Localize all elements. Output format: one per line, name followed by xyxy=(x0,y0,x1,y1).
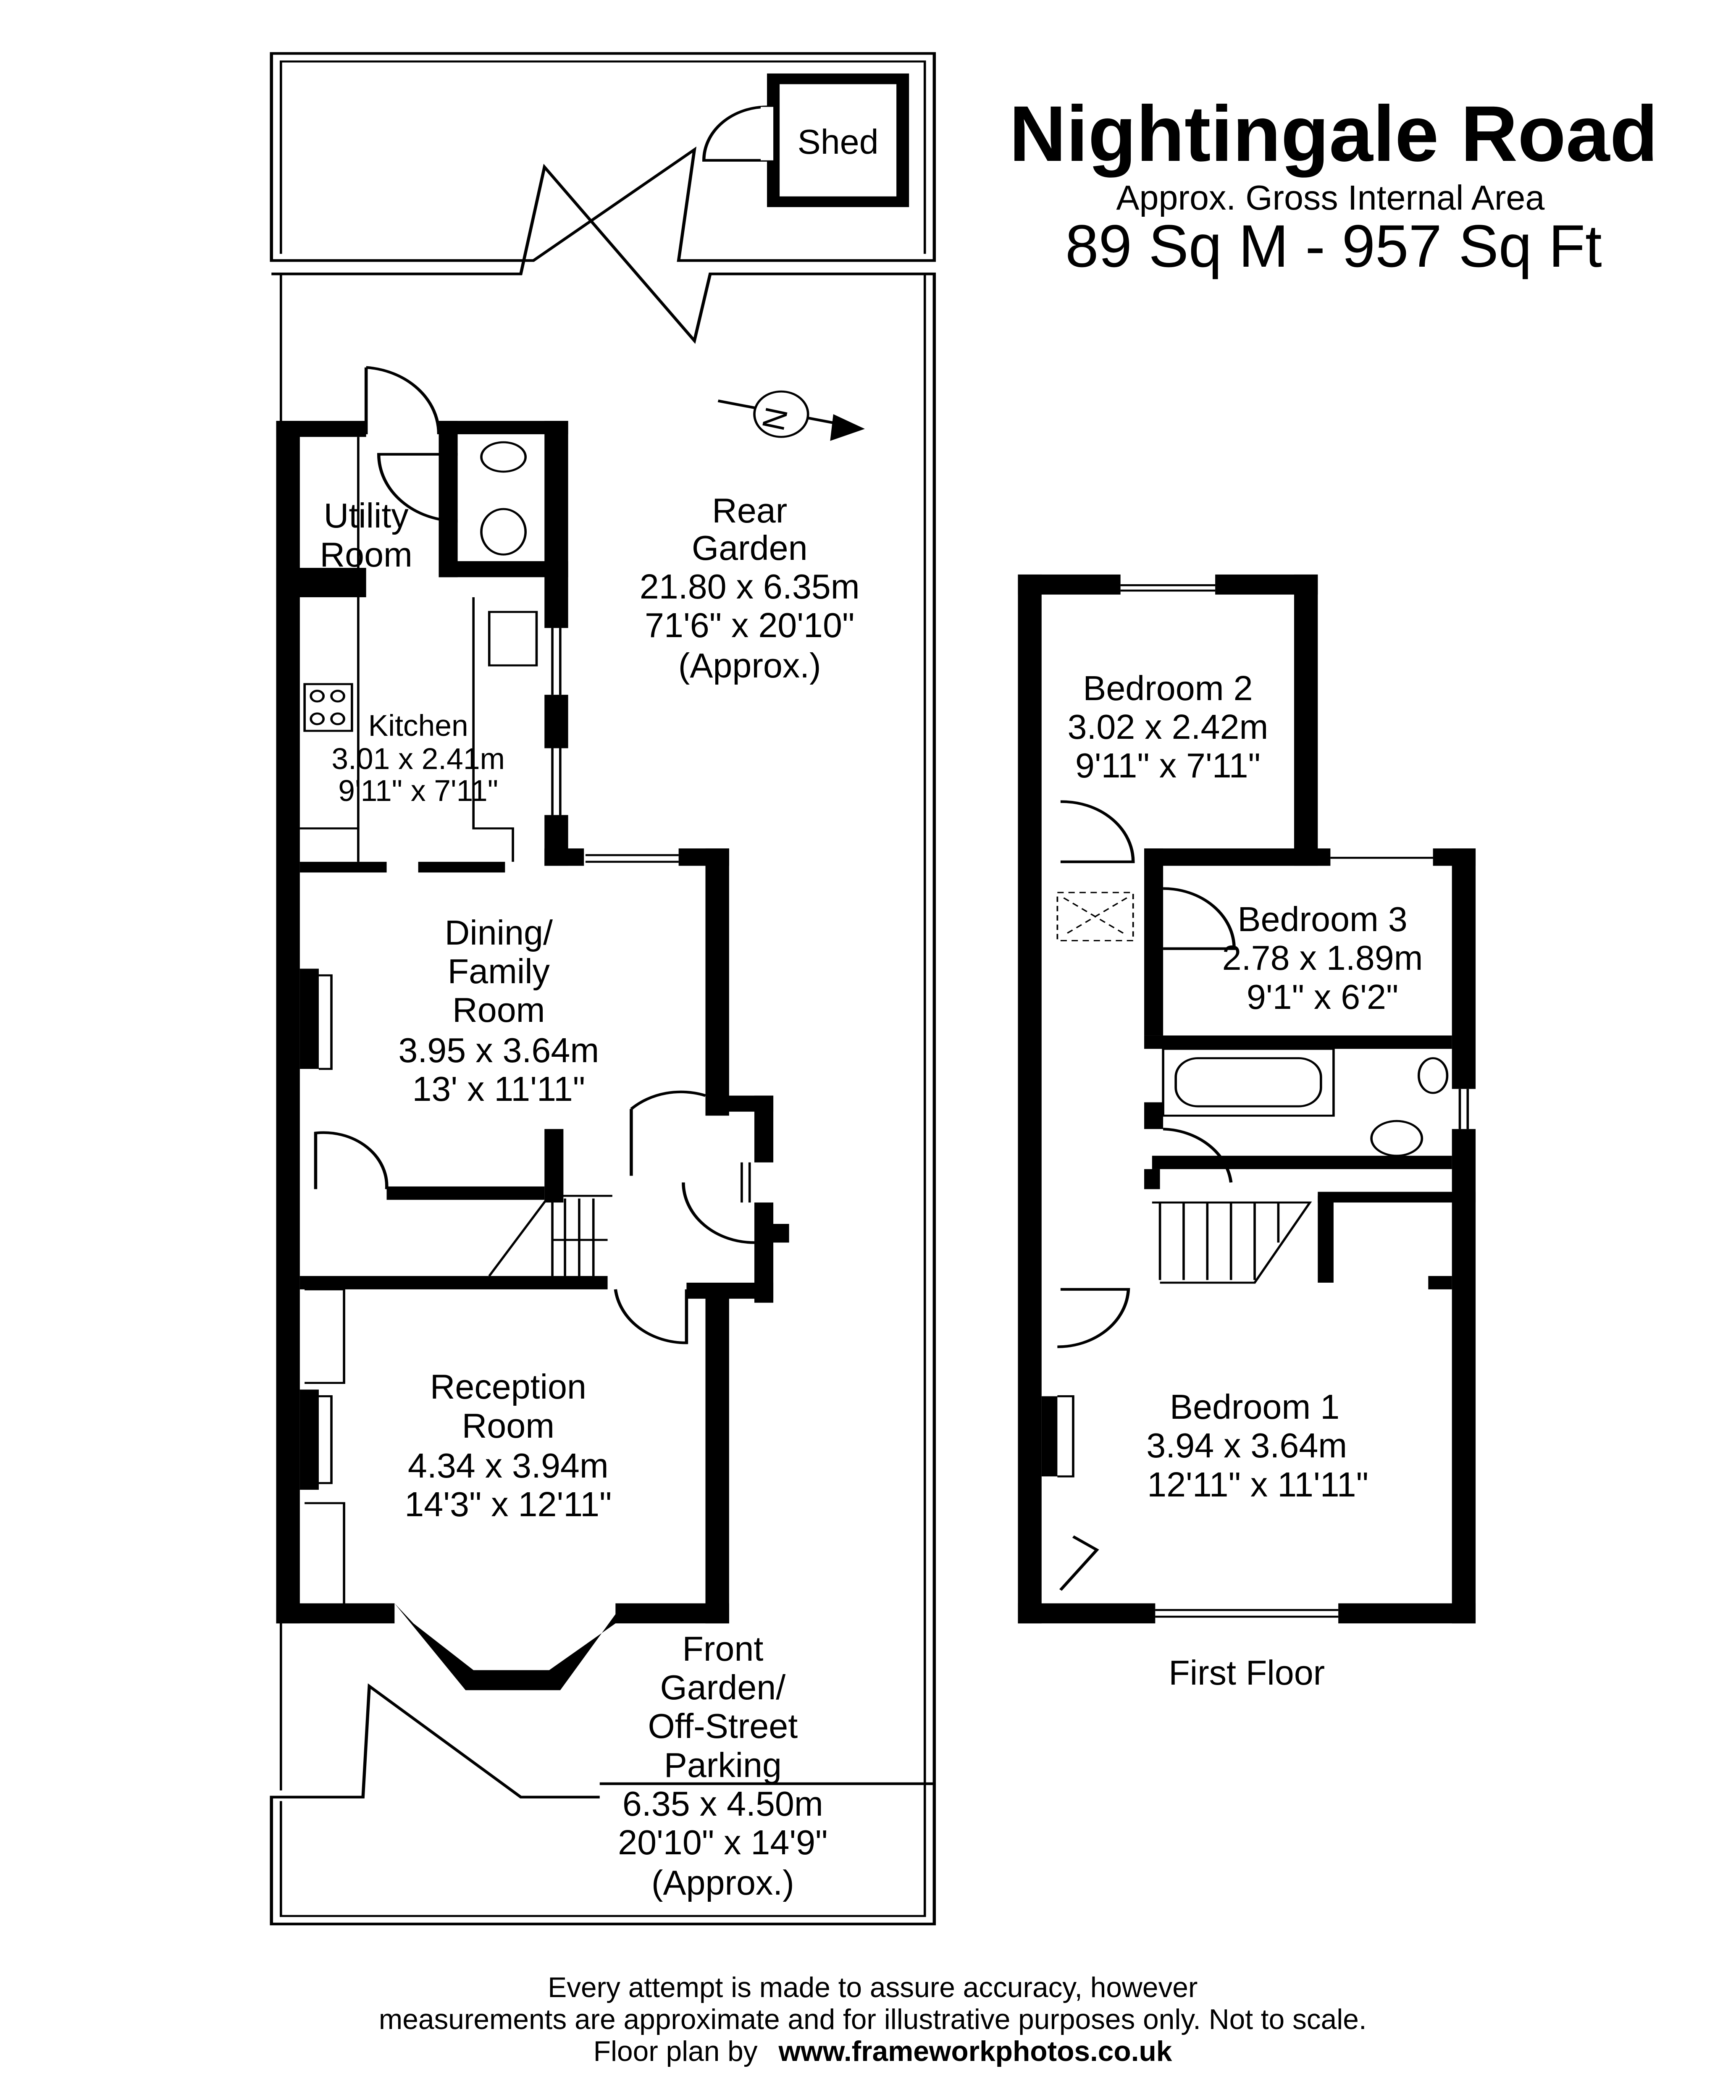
dining-name-3: Room xyxy=(452,990,545,1030)
front-garden-note: (Approx.) xyxy=(651,1863,794,1902)
reception-imperial: 14'3" x 12'11" xyxy=(404,1485,612,1524)
bedroom1-name: Bedroom 1 xyxy=(1169,1387,1340,1427)
bedroom2-name: Bedroom 2 xyxy=(1083,668,1253,708)
dining-name: Dining/ xyxy=(444,913,553,952)
first-floor-walls xyxy=(1018,574,1476,1624)
bedroom3-imperial: 9'1" x 6'2" xyxy=(1246,977,1399,1016)
shed xyxy=(702,73,909,207)
front-garden-name: Front xyxy=(682,1629,764,1668)
kitchen-metric: 3.01 x 2.41m xyxy=(331,742,505,776)
reception-name: Reception xyxy=(430,1367,586,1407)
garden-boundary xyxy=(270,52,936,1926)
front-garden-imperial: 20'10" x 14'9" xyxy=(618,1823,828,1862)
area-subtitle: Approx. Gross Internal Area xyxy=(1116,178,1545,218)
kitchen-imperial: 9'11" x 7'11" xyxy=(338,774,499,808)
credit-prefix: Floor plan by xyxy=(593,2036,758,2068)
front-garden-name-4: Parking xyxy=(664,1745,782,1785)
disclaimer-line-2: measurements are approximate and for ill… xyxy=(378,2004,1367,2035)
credit-link[interactable]: www.frameworkphotos.co.uk xyxy=(778,2036,1172,2068)
ground-floor-walls xyxy=(276,421,774,1690)
utility-name: Utility xyxy=(323,496,409,536)
first-floor-label: First Floor xyxy=(1169,1653,1325,1693)
rear-garden-note: (Approx.) xyxy=(678,646,821,685)
property-title: Nightingale Road xyxy=(1009,89,1658,178)
bedroom2-metric: 3.02 x 2.42m xyxy=(1067,707,1269,746)
utility-name-2: Room xyxy=(320,535,412,574)
ground-floor-fixtures xyxy=(299,366,789,1604)
bedroom3-name: Bedroom 3 xyxy=(1237,900,1408,939)
dining-imperial: 13' x 11'11" xyxy=(412,1069,586,1109)
rear-garden-metric: 21.80 x 6.35m xyxy=(639,567,860,606)
area-value: 89 Sq M - 957 Sq Ft xyxy=(1065,213,1602,280)
front-garden-name-2: Garden/ xyxy=(660,1668,786,1707)
shed-label: Shed xyxy=(797,122,879,161)
disclaimer-line-1: Every attempt is made to assure accuracy… xyxy=(548,1971,1198,2003)
bedroom1-metric: 3.94 x 3.64m xyxy=(1146,1426,1347,1465)
compass-icon xyxy=(717,390,865,441)
reception-metric: 4.34 x 3.94m xyxy=(407,1446,609,1486)
kitchen-name: Kitchen xyxy=(368,709,468,743)
front-garden-metric: 6.35 x 4.50m xyxy=(622,1784,823,1823)
rear-garden-imperial: 71'6" x 20'10" xyxy=(645,606,855,645)
dining-metric: 3.95 x 3.64m xyxy=(398,1030,599,1070)
dining-name-2: Family xyxy=(447,952,550,991)
rear-garden-name-2: Garden xyxy=(691,528,808,567)
bedroom3-metric: 2.78 x 1.89m xyxy=(1222,938,1423,978)
bedroom1-imperial: 12'11" x 11'11" xyxy=(1147,1465,1368,1504)
rear-garden-name: Rear xyxy=(712,491,788,530)
front-garden-name-3: Off-Street xyxy=(648,1706,798,1746)
bedroom2-imperial: 9'11" x 7'11" xyxy=(1075,746,1261,785)
first-floor-fixtures xyxy=(1056,800,1449,1591)
reception-name-2: Room xyxy=(462,1406,555,1445)
